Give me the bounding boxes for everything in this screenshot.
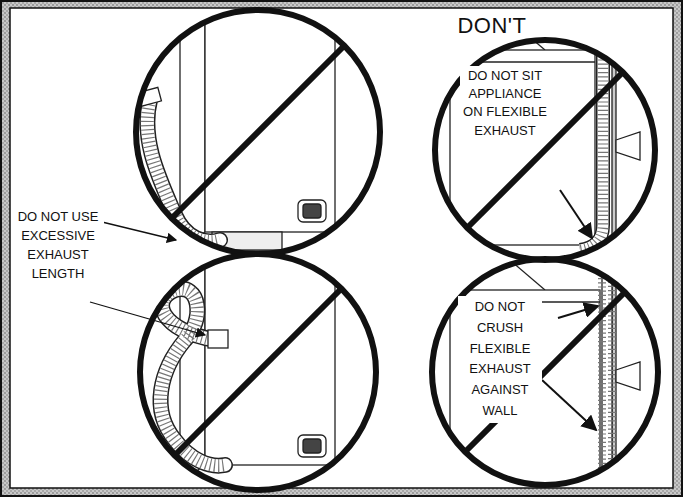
leader-line [558,306,598,318]
callout-label: DO NOT USE EXCESSIVE EXHAUST LENGTH [12,207,104,284]
callout-label: DO NOT SIT APPLIANCE ON FLEXIBLE EXHAUST [460,66,550,141]
leader-line [542,380,596,430]
leader-line [560,190,592,238]
dryer-scene-3 [450,10,640,270]
title: DON'T [457,12,526,40]
leader-line [102,222,176,240]
dryer-scene-2 [161,254,335,483]
leader-line [90,302,205,335]
callout-label: DO NOT CRUSH FLEXIBLE EXHAUST AGAINST WA… [458,296,542,423]
